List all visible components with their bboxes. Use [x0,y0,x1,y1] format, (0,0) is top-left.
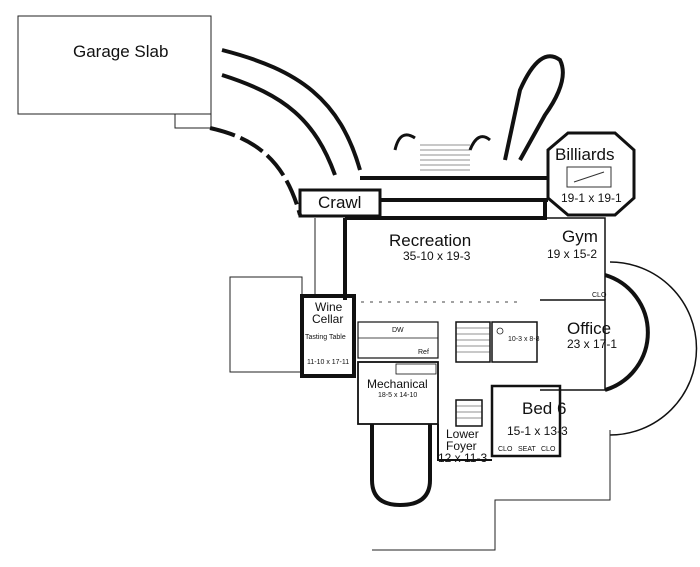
billiard-cue [573,171,605,183]
gym-label: Gym [562,227,598,246]
appliance-row [395,363,437,375]
lower-label: Lower [446,427,479,441]
foyer-stair-treads [456,405,482,419]
seat-label: SEAT [518,446,536,453]
foyer-dimension: 12 x 11-3 [438,451,488,465]
toilet [496,327,504,335]
walkway-outer-wall [221,48,362,171]
garage-slab-label: Garage Slab [73,42,169,61]
walkway-middle-wall [221,73,337,176]
crawl-box [298,188,382,218]
foyer-stair [455,399,483,427]
dishwasher-label: DW [392,327,404,334]
left-porch-slab [229,276,303,373]
closet-label-right: CLO [541,446,556,453]
office-bay-inner [604,273,650,392]
office-east-wall [540,299,606,391]
wine-cellar-room [300,294,356,378]
foyer-label: Foyer [446,439,477,453]
bed-label: Bed 6 [522,399,567,418]
center-stair [455,321,491,363]
mechanical-label: Mechanical [367,377,428,391]
recreation-label: Recreation [389,231,472,250]
bed-room [490,384,562,458]
billiards-label: Billiards [555,145,615,164]
billiards-room [546,131,636,217]
rear-stair-rail-right [468,135,491,151]
tasting-table-label: Tasting Table [305,334,346,341]
kitchenette-counter [357,321,439,359]
mechanical-room [357,361,439,425]
bathroom-dimension: 10-3 x 8-8 [508,336,540,343]
office-label: Office [567,319,612,338]
office-dimension: 23 x 17-1 [567,337,618,351]
rear-stair-treads [420,144,470,171]
office-closet-label: CLO [592,292,607,299]
front-porch [372,430,611,551]
bathroom [491,321,538,363]
billiards-dimension: 19-1 x 19-1 [561,191,622,205]
closet-label-left: CLO [498,446,513,453]
gym-area [520,217,606,300]
rear-deck-outline [503,54,565,161]
crawl-label: Crawl [318,193,362,212]
office-bay-outer [609,261,698,436]
refrigerator-label: Ref [418,349,429,356]
cellar-label: Cellar [312,312,344,326]
bed-dimension: 15-1 x 13-3 [507,424,568,438]
foyer-walls [437,424,492,461]
garage-step [174,113,212,129]
mechanical-dimension: 18-5 x 14-10 [378,392,418,399]
center-stair-treads [456,327,490,353]
billiard-table [566,166,612,188]
recreation-dimension: 35-10 x 19-3 [403,249,471,263]
rear-stair-rail-left [393,133,416,151]
gym-dimension: 19 x 15-2 [547,247,598,261]
walkway-inner-wall [209,126,302,216]
entry-bay [370,424,432,508]
garage-slab-outline [17,15,212,115]
wine-label: Wine [315,300,343,314]
wine-cellar-dimension: 11-10 x 17-11 [307,359,350,366]
